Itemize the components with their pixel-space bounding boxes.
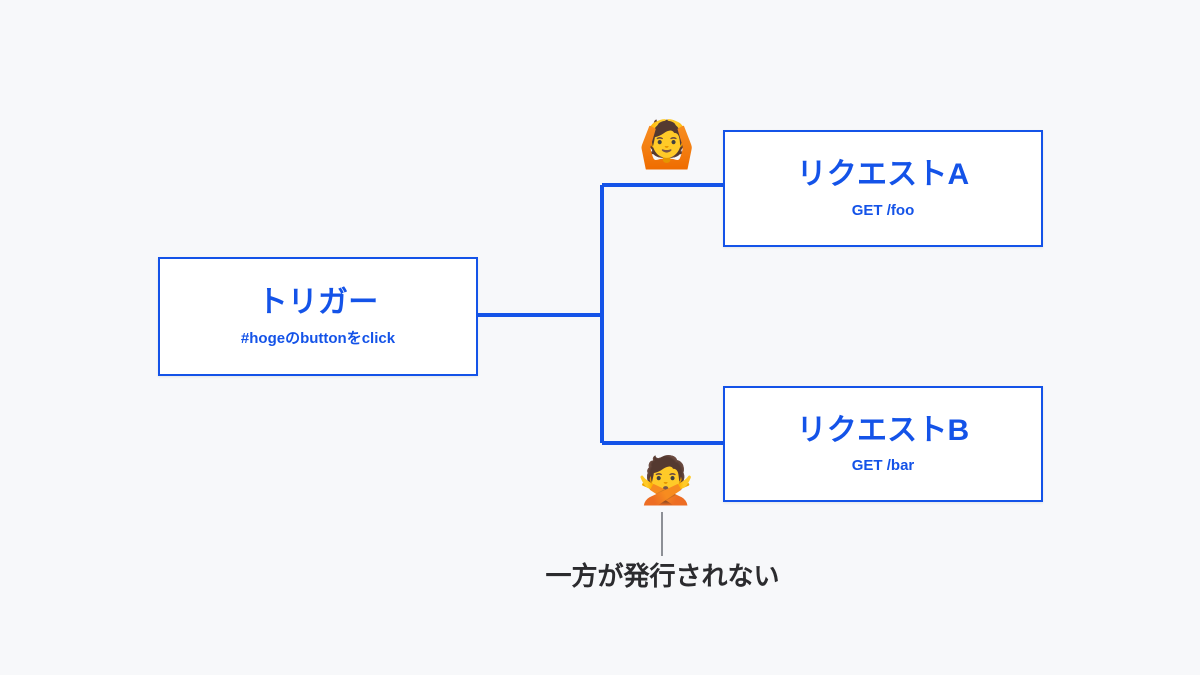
person-gesturing-no-icon: 🙅 xyxy=(637,453,695,507)
node-request-a-subtitle: GET /foo xyxy=(851,201,915,219)
person-gesturing-ok-icon: 🙆 xyxy=(638,117,696,171)
node-request-b[interactable]: リクエストB GET /bar xyxy=(723,386,1043,502)
node-request-a-title: リクエストA xyxy=(796,158,970,192)
node-request-a[interactable]: リクエストA GET /foo xyxy=(723,130,1043,247)
node-request-b-subtitle: GET /bar xyxy=(851,457,915,475)
annotation-caption: 一方が発行されない xyxy=(545,561,780,591)
node-trigger-title: トリガー xyxy=(257,286,379,320)
node-trigger[interactable]: トリガー #hogeのbuttonをclick xyxy=(158,257,478,376)
node-trigger-subtitle: #hogeのbuttonをclick xyxy=(240,329,396,347)
node-request-b-title: リクエストB xyxy=(796,413,970,447)
